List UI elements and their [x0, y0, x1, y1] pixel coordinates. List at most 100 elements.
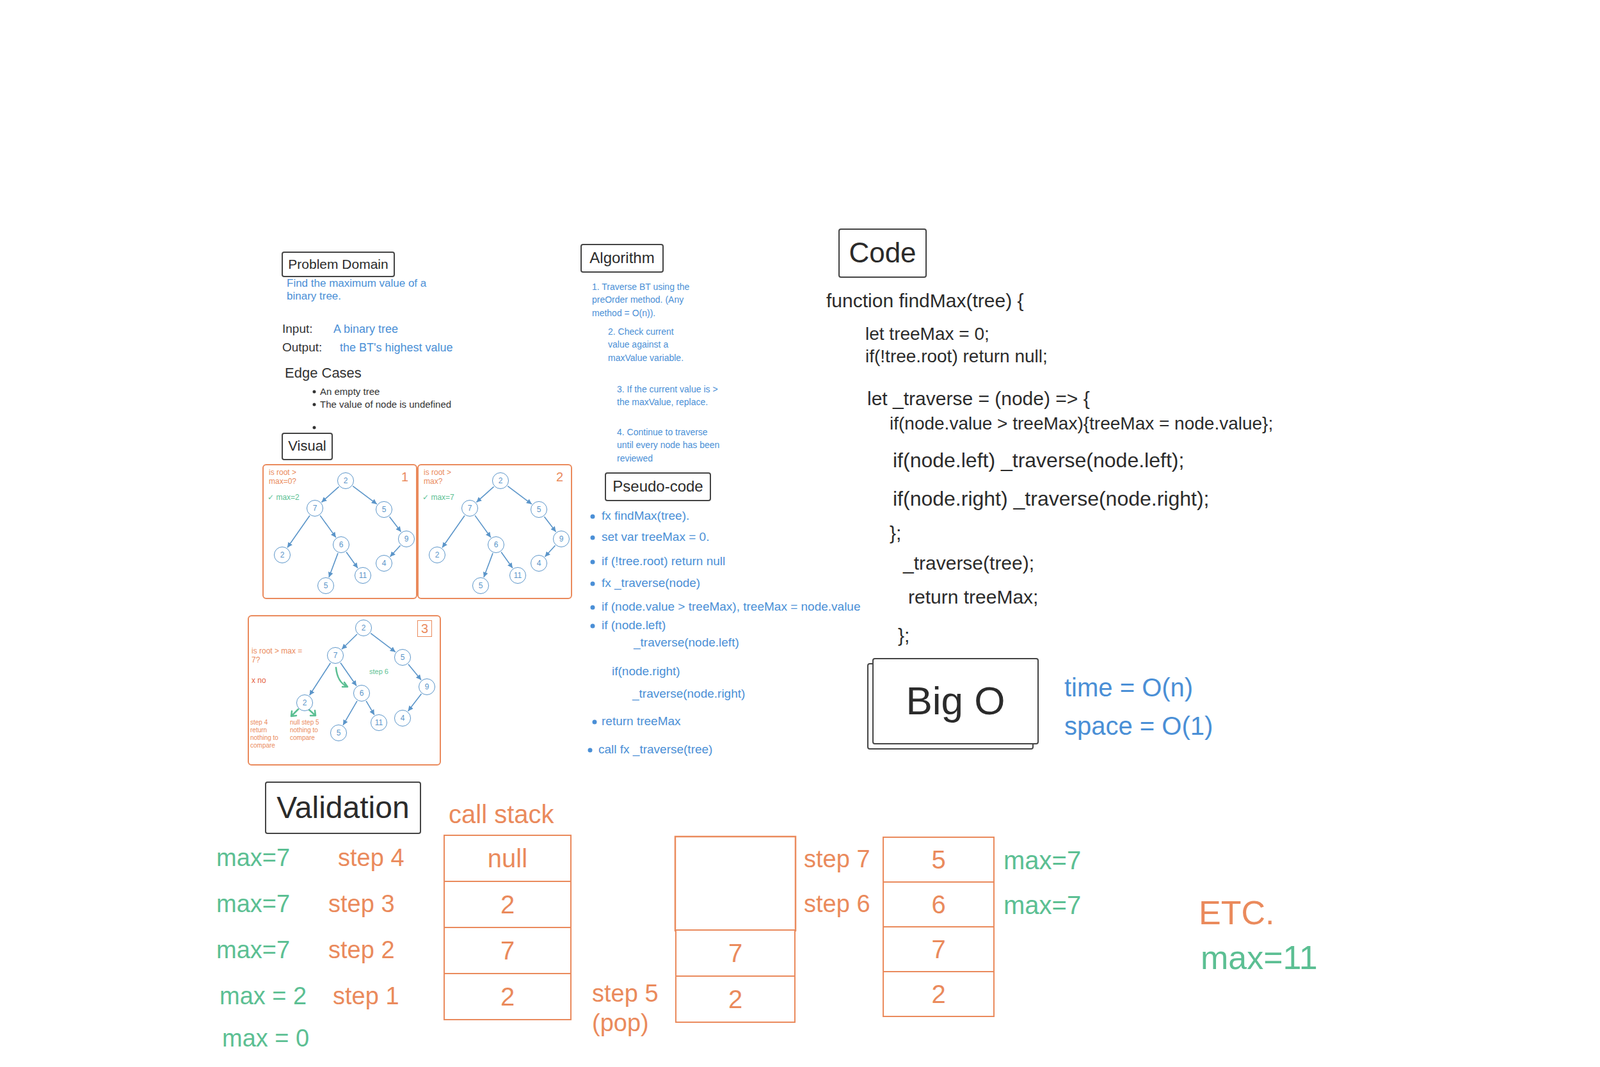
note-text: max = 2: [219, 981, 307, 1012]
tree-node: 9: [552, 530, 570, 548]
stack-frame: 2: [882, 970, 995, 1017]
note-text: ✓ max=7: [422, 492, 455, 502]
node-value: 11: [375, 718, 383, 728]
note-text: };: [889, 521, 902, 545]
node-value: 2: [343, 476, 349, 486]
panel-number: 3: [417, 620, 432, 637]
tree-node: 9: [418, 678, 436, 696]
note-text: if(node.right) _traverse(node.right);: [892, 486, 1209, 511]
note-text: if(node.left) _traverse(node.left);: [892, 448, 1184, 473]
note-text: A binary tree: [333, 322, 399, 337]
frame-value: 5: [931, 844, 946, 875]
tree-node: 11: [370, 714, 388, 731]
tree-node: 2: [492, 472, 509, 489]
panel-number: 1: [401, 469, 409, 485]
tree-node: 4: [394, 709, 411, 727]
node-value: 6: [494, 540, 499, 550]
node-value: 6: [339, 540, 344, 550]
node-value: 11: [513, 570, 522, 580]
note-text: Find the maximum value of a binary tree.: [286, 277, 438, 304]
stack-frame: 2: [675, 975, 796, 1023]
tree-edge: [408, 664, 422, 680]
tree-edge: [389, 516, 401, 532]
note-text: call fx _traverse(tree): [598, 742, 713, 758]
note-text: step 1: [332, 981, 400, 1012]
tree-edge: [320, 515, 336, 537]
note-text: ETC.: [1198, 892, 1275, 933]
tree-node: 5: [472, 577, 489, 594]
note-text: step 2: [328, 935, 395, 966]
note-text: function findMax(tree) {: [826, 289, 1024, 313]
note-text: step 7: [803, 844, 871, 875]
bullet: [590, 624, 596, 629]
note-text: if (node.value > treeMax), treeMax = nod…: [601, 599, 861, 615]
tree-edge: [352, 485, 377, 504]
stack-frame: null: [443, 834, 572, 882]
stack-frame: 5: [882, 836, 995, 883]
node-value: 5: [400, 652, 406, 662]
note-text: return treeMax: [601, 714, 681, 729]
heading-box: Code: [838, 228, 927, 278]
note-text: 1. Traverse BT using the preOrder method…: [592, 280, 701, 320]
stack-frame: 7: [882, 926, 995, 973]
note-text: null step 5 nothing to compare: [289, 718, 326, 742]
note-text: let treeMax = 0;: [865, 323, 990, 345]
tree-panel: 32752695114: [247, 615, 441, 766]
note-text: if(!tree.root) return null;: [865, 345, 1048, 368]
note-text: set var treeMax = 0.: [601, 529, 710, 545]
note-text: max=11: [1200, 937, 1318, 978]
stack-frame: 7: [675, 929, 796, 977]
note-text: The value of node is undefined: [320, 398, 452, 411]
tree-node: 5: [375, 501, 393, 518]
note-text: max=7: [216, 843, 290, 873]
node-value: 2: [302, 698, 308, 708]
note-text: fx findMax(tree).: [601, 508, 690, 524]
stack-frame: 6: [882, 881, 995, 928]
heading-text: Visual: [288, 437, 327, 455]
step-arrows: [291, 667, 348, 717]
bullet: [590, 514, 596, 520]
note-text: step 4 return nothing to compare: [250, 718, 285, 750]
step-arrow: [308, 709, 316, 716]
heading-box: Big O: [872, 657, 1039, 745]
tree-edge: [476, 486, 494, 502]
tree-edge: [544, 516, 556, 532]
tree-edge: [346, 551, 358, 568]
node-value: 5: [536, 504, 542, 514]
node-value: 9: [404, 534, 409, 544]
tree-node: 2: [337, 472, 354, 489]
node-value: 2: [280, 550, 285, 560]
step-arrow: [291, 709, 299, 717]
node-value: 9: [424, 682, 430, 692]
tree-node: 6: [487, 536, 505, 553]
node-value: 5: [336, 728, 342, 738]
heading-text: Pseudo-code: [612, 477, 703, 496]
bullet: [590, 560, 596, 565]
tree-node: 7: [461, 499, 479, 517]
note-text: fx _traverse(node): [601, 576, 701, 591]
tree-edge: [287, 515, 310, 548]
note-text: step 6: [803, 889, 871, 920]
heading-box: Validation: [264, 781, 422, 834]
note-text: return treeMax;: [908, 585, 1039, 609]
tree-node: 5: [530, 501, 548, 518]
note-text: _traverse(node.left): [633, 635, 740, 651]
heading-text: Validation: [276, 789, 409, 827]
heading-text: Big O: [905, 677, 1005, 725]
note-text: 2. Check current value against a maxValu…: [608, 325, 688, 365]
tree-edge: [389, 545, 400, 557]
tree-node: 5: [394, 648, 411, 666]
node-value: 5: [323, 581, 329, 591]
node-value: 7: [467, 503, 473, 513]
note-text: _traverse(tree);: [903, 551, 1035, 575]
tree-edge: [341, 634, 358, 649]
note-text: Output:: [282, 340, 322, 356]
node-value: 2: [361, 623, 367, 633]
bullet: [588, 748, 593, 753]
frame-value: 7: [728, 937, 743, 969]
tree-edge: [483, 552, 493, 578]
note-text: An empty tree: [320, 385, 380, 398]
tree-node: 5: [330, 724, 347, 742]
stack-frame: 2: [443, 880, 572, 928]
bullet: [590, 605, 596, 610]
